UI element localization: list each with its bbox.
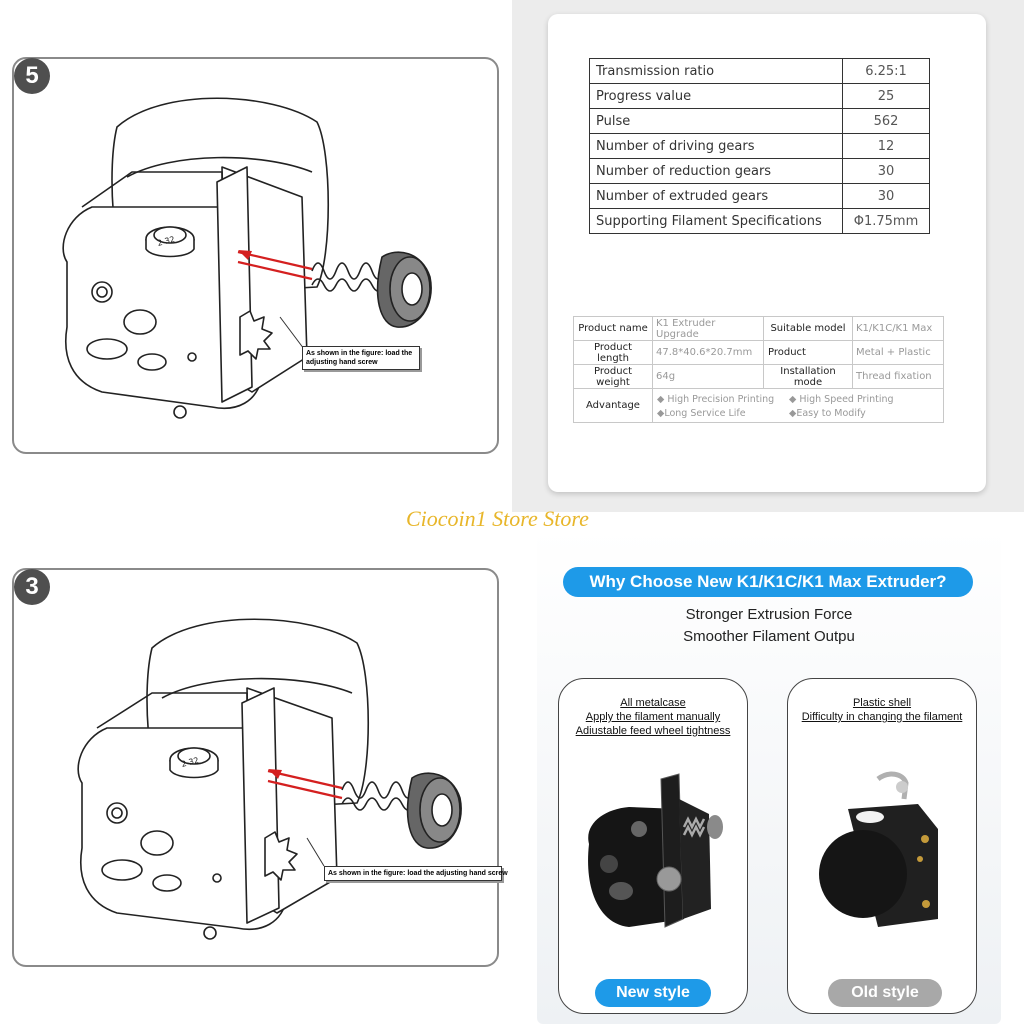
spec-label: Number of extruded gears [589, 183, 843, 209]
spec-label: Number of driving gears [589, 133, 843, 159]
table-row: Product length 47.8*40.6*20.7mm Product … [573, 340, 944, 365]
spec-value: 12 [842, 133, 930, 159]
spec-label: Progress value [589, 83, 843, 109]
spec-value: 30 [842, 183, 930, 209]
suitable-model-label: Suitable model [763, 316, 853, 341]
installation-mode-label: Installation mode [763, 364, 853, 389]
advantage-item: Easy to Modify [796, 407, 866, 419]
product-material-label: Product [763, 340, 853, 365]
advantage-item: Long Service Life [664, 407, 746, 419]
table-row: Advantage ◆ High Precision Printing◆ Hig… [573, 388, 944, 423]
product-length-value: 47.8*40.6*20.7mm [652, 340, 764, 365]
new-style-button[interactable]: New style [595, 979, 711, 1007]
advantage-item: High Precision Printing [667, 393, 775, 405]
step-3-note: As shown in the figure: load the adjusti… [324, 866, 508, 881]
spec-value: Φ1.75mm [842, 208, 930, 234]
spec-label: Transmission ratio [589, 58, 843, 84]
old-extruder-photo [819, 771, 938, 927]
spec-label: Pulse [589, 108, 843, 134]
why-line-2: Smoother Filament Outpu [683, 628, 855, 645]
table-row: Product name K1 Extruder Upgrade Suitabl… [573, 316, 944, 341]
spec-value: 30 [842, 158, 930, 184]
why-choose-title: Why Choose New K1/K1C/K1 Max Extruder? [563, 567, 973, 597]
table-row: Product weight 64g Installation mode Thr… [573, 364, 944, 389]
product-table: Product name K1 Extruder Upgrade Suitabl… [573, 316, 944, 423]
product-weight-label: Product weight [573, 364, 653, 389]
spec-value: 6.25:1 [842, 58, 930, 84]
advantage-item: High Speed Printing [799, 393, 894, 405]
old-style-button[interactable]: Old style [828, 979, 942, 1007]
svg-text:2 32: 2 32 [180, 756, 200, 769]
product-material-value: Metal + Plastic [852, 340, 944, 365]
old-feature-2: Difficulty in changing the filament [801, 711, 963, 723]
spec-value: 25 [842, 83, 930, 109]
spec-value: 562 [842, 108, 930, 134]
old-style-card: Plastic shell Difficulty in changing the… [787, 678, 977, 1014]
spec-label: Supporting Filament Specifications [589, 208, 843, 234]
svg-text:2 32: 2 32 [156, 235, 176, 248]
store-watermark: Ciocoin1 Store Store [406, 506, 589, 531]
step-5-note: As shown in the figure: load the adjusti… [302, 346, 420, 370]
product-name-value: K1 Extruder Upgrade [652, 316, 764, 341]
spec-label: Number of reduction gears [589, 158, 843, 184]
old-feature-1: Plastic shell [852, 697, 912, 709]
installation-mode-value: Thread fixation [852, 364, 944, 389]
advantage-label: Advantage [573, 388, 653, 423]
new-style-card: All metalcase Apply the filament manuall… [558, 678, 748, 1014]
product-weight-value: 64g [652, 364, 764, 389]
new-feature-3: Adiustable feed wheel tightness [575, 725, 731, 737]
product-name-label: Product name [573, 316, 653, 341]
new-feature-1: All metalcase [620, 697, 686, 709]
step-3-badge: 3 [14, 569, 50, 605]
extruder-diagram-step-3: 2 32 [77, 618, 462, 940]
why-line-1: Stronger Extrusion Force [685, 606, 853, 623]
new-feature-2: Apply the filament manually [585, 711, 721, 723]
product-length-label: Product length [573, 340, 653, 365]
suitable-model-value: K1/K1C/K1 Max [852, 316, 944, 341]
extruder-diagram-step-5: 2 32 [62, 97, 432, 419]
step-5-badge: 5 [14, 58, 50, 94]
advantage-list: ◆ High Precision Printing◆ High Speed Pr… [652, 388, 944, 423]
new-extruder-photo [588, 773, 723, 928]
